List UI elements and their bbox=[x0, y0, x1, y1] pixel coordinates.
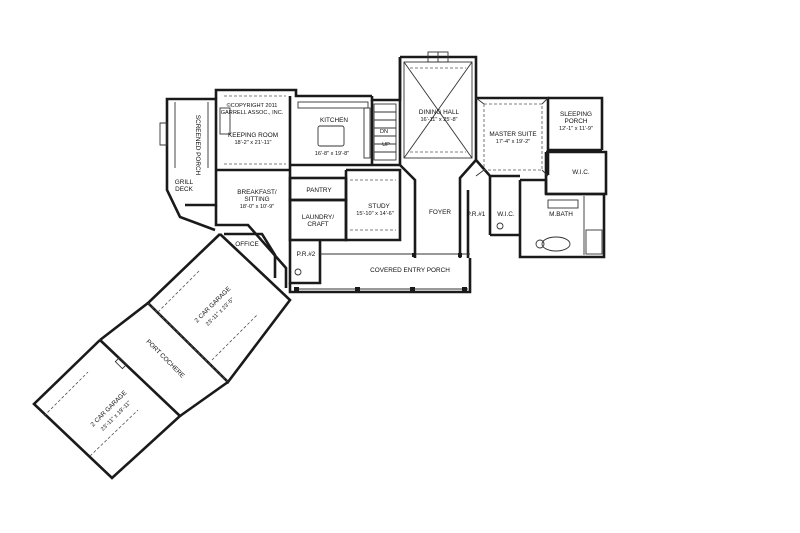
label-wic2: W.I.C. bbox=[497, 211, 515, 218]
study-details bbox=[350, 179, 396, 231]
stair bbox=[373, 103, 397, 161]
label-keeping-room: KEEPING ROOM bbox=[228, 132, 278, 139]
dims-sleeping-porch: 12'-1" x 11'-9" bbox=[559, 126, 593, 132]
dims-master-suite: 17'-4" x 19'-2" bbox=[496, 139, 530, 145]
label-office: OFFICE bbox=[235, 241, 258, 248]
label-pr2: P.R.#2 bbox=[297, 251, 316, 258]
bath-fixtures bbox=[294, 199, 603, 276]
dims-keeping-room: 18'-2" x 21'-11" bbox=[234, 140, 271, 146]
label-sitting: SITTING bbox=[244, 196, 269, 203]
label-port-cochere: PORT COCHERE bbox=[144, 338, 185, 379]
label-dining-hall: DINING HALL bbox=[419, 109, 460, 116]
label-study: STUDY bbox=[368, 203, 390, 210]
dining-details bbox=[403, 51, 473, 159]
dims-dining-hall: 16'-11" x 25'-8" bbox=[420, 117, 457, 123]
copyright-line-1: ©COPYRIGHT 2011 bbox=[227, 102, 278, 109]
label-pantry: PANTRY bbox=[306, 187, 332, 194]
label-wic-master: W.I.C. bbox=[572, 169, 590, 176]
label-screened-porch: SCREENED PORCH bbox=[194, 115, 201, 176]
label-foyer: FOYER bbox=[429, 209, 451, 216]
dims-breakfast: 18'-0" x 10'-9" bbox=[240, 204, 274, 210]
label-craft: CRAFT bbox=[307, 221, 328, 228]
label-laundry: LAUNDRY/ bbox=[302, 214, 334, 221]
copyright-notice: ©COPYRIGHT 2011 GARRELL ASSOC., INC. bbox=[221, 102, 284, 116]
label-master-suite: MASTER SUITE bbox=[489, 131, 536, 138]
dims-study: 15'-10" x 14'-6" bbox=[356, 211, 394, 217]
label-sleeping: SLEEPING bbox=[560, 111, 592, 118]
copyright-line-2: GARRELL ASSOC., INC. bbox=[221, 110, 284, 116]
label-kitchen: KITCHEN bbox=[320, 117, 348, 124]
porch-columns bbox=[294, 253, 467, 292]
label-deck: DECK bbox=[175, 186, 193, 193]
label-stair-dn: DN bbox=[380, 129, 388, 135]
label-mbath: M.BATH bbox=[549, 211, 573, 218]
kitchen-details bbox=[297, 101, 397, 161]
label-covered-entry-porch: COVERED ENTRY PORCH bbox=[370, 267, 450, 274]
dims-kitchen: 16'-8" x 19'-8" bbox=[315, 151, 349, 157]
label-grill: GRILL bbox=[175, 179, 194, 186]
label-stair-up: UP bbox=[382, 142, 390, 148]
garage-wing bbox=[32, 233, 292, 480]
keeping-details bbox=[219, 95, 286, 165]
label-pr1: P.R.#1 bbox=[467, 211, 486, 218]
exterior-walls bbox=[159, 55, 608, 294]
master-ceiling bbox=[475, 97, 549, 177]
label-porch: PORCH bbox=[564, 118, 587, 125]
label-breakfast: BREAKFAST/ bbox=[237, 189, 277, 196]
